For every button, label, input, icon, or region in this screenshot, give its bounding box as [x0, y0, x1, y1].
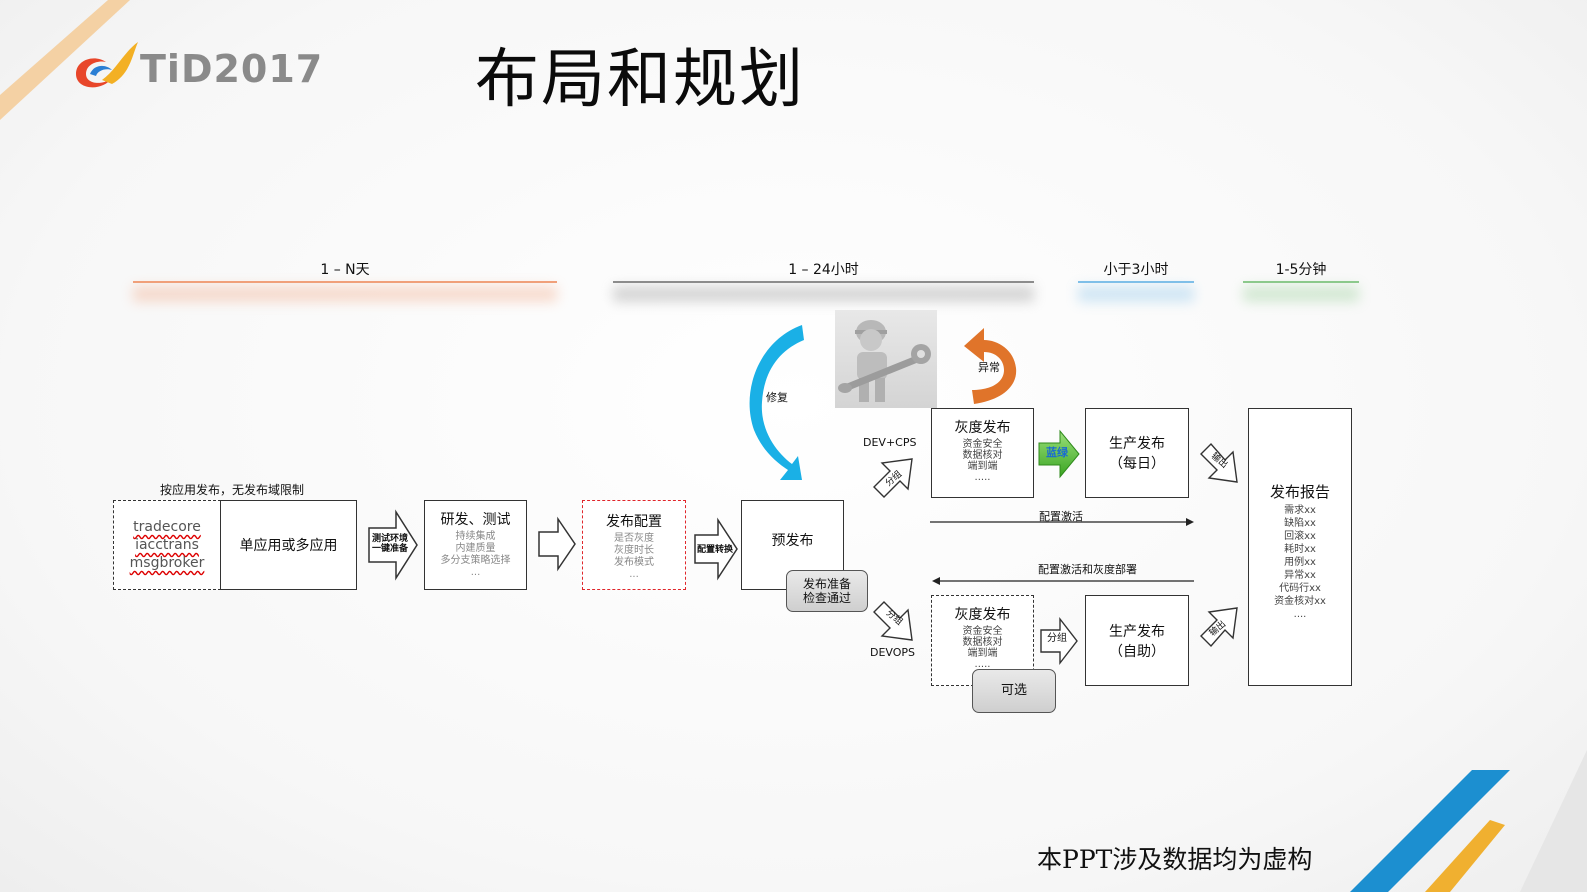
gray-release-top-item-3: 端到端: [967, 461, 998, 472]
single-multi-app-box: 单应用或多应用: [220, 500, 357, 590]
gray-release-bottom-title: 灰度发布: [954, 607, 1011, 623]
prod-self-box: 生产发布 （自助）: [1085, 595, 1189, 686]
report-item-6: 异常xx: [1284, 570, 1316, 581]
app-tradecore: tradecore: [133, 519, 201, 535]
footer-disclaimer: 本PPT涉及数据均为虚构: [1037, 845, 1313, 874]
gray-release-bottom-item-4: .....: [974, 659, 991, 670]
gray-release-top-item-1: 资金安全: [962, 439, 1003, 450]
dev-test-item-2: 内建质量: [455, 543, 496, 554]
blue-green-arrow: [1038, 429, 1080, 479]
arrow-label-test-env: 测试环境 一键准备: [370, 534, 410, 554]
logo-text: TiD2017: [140, 47, 324, 91]
blue-green-label: 蓝绿: [1046, 446, 1068, 459]
dev-test-box: 研发、测试 持续集成 内建质量 多分支策略选择 ...: [424, 500, 527, 590]
gray-release-bottom-item-2: 数据核对: [962, 637, 1003, 648]
phase-line-2: [613, 281, 1034, 283]
dev-test-title: 研发、测试: [440, 512, 511, 528]
phase-label-2: 1 – 24小时: [788, 262, 859, 278]
report-item-9: ....: [1293, 609, 1307, 620]
flame-logo-icon: [76, 42, 138, 88]
phase-glow-3: [1078, 286, 1194, 302]
phase-label-1: 1 – N天: [320, 262, 370, 278]
release-config-item-3: 发布模式: [614, 557, 654, 568]
pre-release-ready-1: 发布准备: [802, 577, 851, 591]
config-activate-arrow: [930, 518, 1194, 526]
dev-test-item-1: 持续集成: [455, 531, 496, 542]
app-msgbroker: msgbroker: [129, 555, 205, 571]
release-config-item-4: ...: [629, 569, 639, 580]
block-arrow-plain: [538, 516, 576, 572]
pre-release-ready-pill: 发布准备 检查通过: [786, 570, 868, 612]
report-item-2: 缺陷xx: [1284, 518, 1316, 529]
release-config-item-1: 是否灰度: [614, 533, 654, 544]
devops-label: DEVOPS: [870, 646, 916, 659]
optional-pill: 可选: [972, 669, 1056, 713]
dev-cps-label: DEV+CPS: [863, 436, 917, 449]
gray-release-top-title: 灰度发布: [954, 420, 1011, 436]
gray-release-top-box: 灰度发布 资金安全 数据核对 端到端 .....: [931, 408, 1034, 498]
phase-glow-4: [1243, 286, 1359, 302]
group-arrow-right-icon: [1040, 616, 1078, 666]
phase-glow-1: [133, 286, 557, 302]
config-activate-label: 配置激活: [1039, 510, 1083, 523]
arrow-label-test-env-1: 测试环境: [371, 534, 408, 544]
report-item-3: 回滚xx: [1284, 531, 1316, 542]
exception-curved-arrow: [964, 328, 1017, 404]
release-config-box: 发布配置 是否灰度 灰度时长 发布模式 ...: [582, 500, 686, 590]
prod-self-line-1: 生产发布: [1109, 623, 1165, 640]
arrow-label-test-env-2: 一键准备: [371, 544, 408, 554]
gray-release-bottom-item-1: 资金安全: [962, 626, 1003, 637]
config-activate-gray-label: 配置激活和灰度部署: [1038, 563, 1137, 576]
arrow-label-config-convert: 配置转换: [696, 545, 733, 555]
repair-label: 修复: [766, 391, 788, 404]
phase-line-3: [1078, 281, 1194, 283]
phase-line-4: [1243, 281, 1359, 283]
gray-release-top-item-4: .....: [974, 472, 991, 483]
corner-stripe-top-left: [0, 0, 130, 120]
phase-label-4: 1-5分钟: [1275, 262, 1327, 278]
pre-release-box: 预发布: [741, 500, 844, 590]
dev-test-item-3: 多分支策略选择: [440, 555, 511, 566]
release-config-title: 发布配置: [606, 514, 662, 530]
single-multi-app-label: 单应用或多应用: [239, 538, 338, 554]
release-report-box: 发布报告 需求xx 缺陷xx 回滚xx 耗时xx 用例xx 异常xx 代码行xx…: [1248, 408, 1352, 686]
release-config-item-2: 灰度时长: [614, 545, 654, 556]
optional-label: 可选: [1000, 683, 1027, 698]
gray-release-bottom-item-3: 端到端: [967, 648, 998, 659]
corner-stripes-bottom-right: [1350, 750, 1587, 892]
report-item-1: 需求xx: [1284, 505, 1316, 516]
flow-caption: 按应用发布，无发布域限制: [160, 483, 305, 497]
repair-curved-arrow: [749, 325, 804, 480]
report-item-5: 用例xx: [1284, 557, 1316, 568]
phase-glow-2: [613, 286, 1034, 302]
report-item-4: 耗时xx: [1284, 544, 1316, 555]
group-arrow-up-icon: [873, 458, 913, 498]
pre-release-label: 预发布: [771, 533, 814, 549]
output-arrow-bottom-icon: [1200, 607, 1238, 648]
block-arrow-config-convert: [694, 517, 738, 581]
report-item-7: 代码行xx: [1279, 583, 1321, 594]
prod-daily-line-1: 生产发布: [1109, 436, 1165, 452]
release-report-title: 发布报告: [1269, 483, 1330, 501]
prod-daily-line-2: （每日）: [1109, 456, 1165, 472]
dev-test-item-4: ...: [470, 567, 481, 578]
report-item-8: 资金核对xx: [1274, 596, 1326, 607]
prod-self-line-2: （自助）: [1109, 643, 1165, 660]
pre-release-ready-2: 检查通过: [802, 591, 851, 605]
worker-wrench-image: [835, 310, 937, 408]
phase-line-1: [133, 281, 557, 283]
config-activate-gray-arrow: [932, 577, 1194, 585]
app-iacctrans: iacctrans: [135, 537, 199, 553]
prod-daily-box: 生产发布 （每日）: [1085, 408, 1189, 498]
page-title: 布局和规划: [475, 43, 805, 117]
block-arrow-test-env: [368, 509, 418, 581]
phase-label-3: 小于3小时: [1103, 262, 1169, 278]
apps-box: tradecore iacctrans msgbroker: [113, 500, 221, 590]
group-arrow-down-icon: [873, 601, 913, 641]
group-label-right: 分组: [1047, 633, 1067, 644]
exception-label: 异常: [978, 361, 1000, 374]
gray-release-top-item-2: 数据核对: [962, 450, 1003, 461]
output-arrow-top-icon: [1200, 442, 1238, 483]
